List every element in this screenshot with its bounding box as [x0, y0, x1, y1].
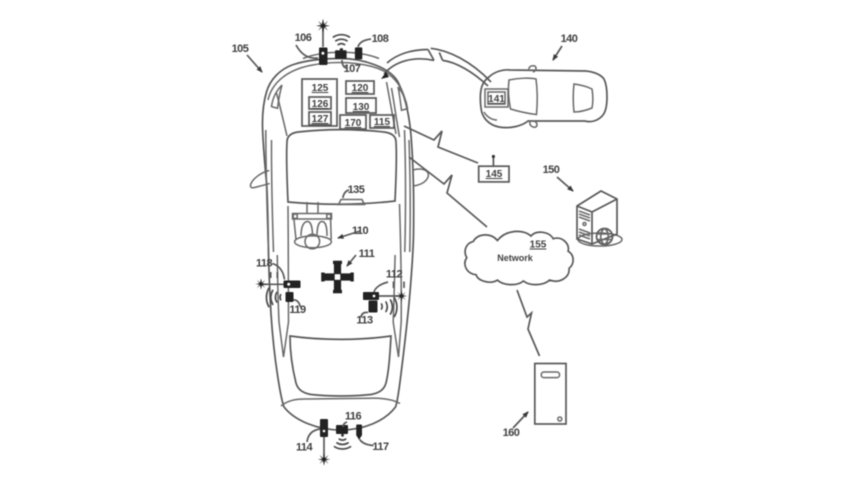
- svg-text:140: 140: [561, 33, 578, 45]
- svg-text:114: 114: [296, 442, 314, 454]
- svg-text:111: 111: [359, 248, 375, 260]
- svg-text:141: 141: [488, 94, 505, 105]
- svg-text:120: 120: [352, 83, 369, 94]
- svg-text:170: 170: [345, 118, 362, 129]
- svg-text:116: 116: [345, 411, 362, 423]
- svg-text:108: 108: [372, 33, 389, 45]
- svg-text:117: 117: [372, 441, 389, 453]
- svg-text:126: 126: [312, 99, 329, 110]
- svg-text:127: 127: [312, 114, 329, 125]
- svg-text:145: 145: [486, 169, 503, 180]
- svg-text:119: 119: [289, 304, 306, 316]
- svg-text:113: 113: [356, 315, 373, 327]
- svg-text:106: 106: [295, 32, 312, 44]
- svg-text:135: 135: [348, 184, 365, 196]
- svg-text:Network: Network: [497, 253, 534, 263]
- svg-text:125: 125: [312, 83, 329, 94]
- svg-text:155: 155: [530, 240, 547, 251]
- svg-text:107: 107: [344, 63, 361, 75]
- svg-text:110: 110: [352, 225, 369, 237]
- svg-text:150: 150: [543, 164, 560, 176]
- svg-text:118: 118: [256, 258, 273, 270]
- svg-text:112: 112: [386, 269, 403, 281]
- svg-text:130: 130: [353, 102, 370, 113]
- svg-text:105: 105: [232, 43, 249, 55]
- svg-text:115: 115: [374, 117, 391, 128]
- svg-text:160: 160: [503, 427, 520, 439]
